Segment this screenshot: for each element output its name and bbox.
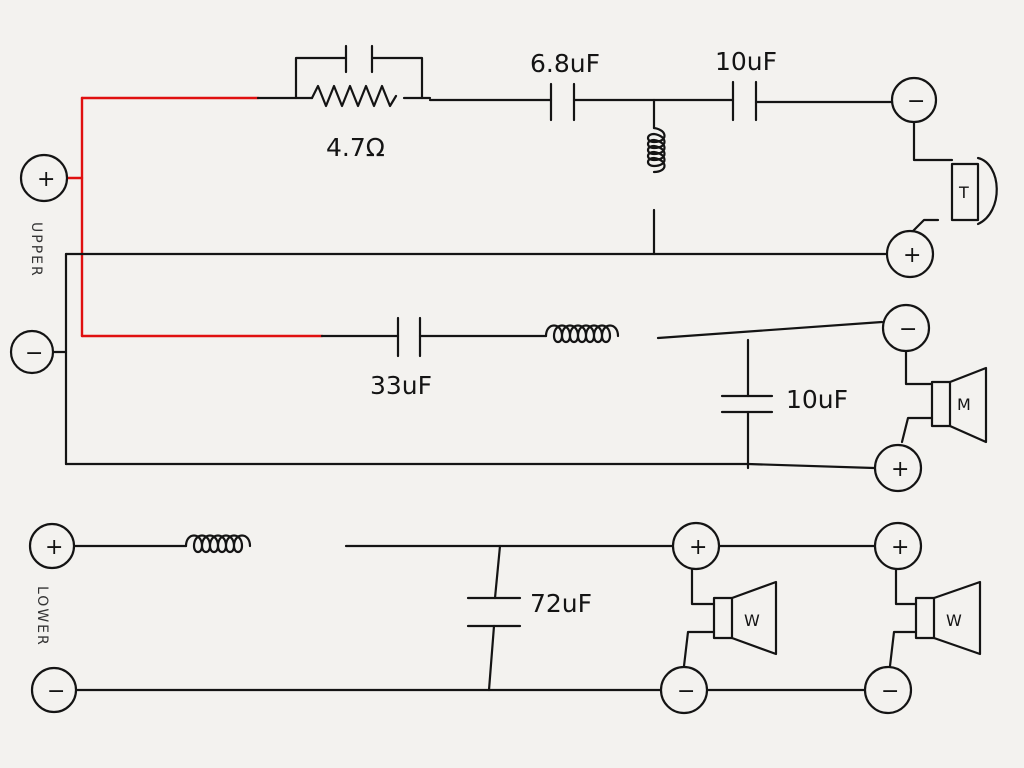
lower-section-label: LOWER — [34, 586, 50, 647]
svg-text:+: + — [689, 535, 707, 560]
capacitor-10uf-mid-label: 10uF — [786, 385, 848, 414]
upper-input-positive-terminal: + — [19, 153, 69, 203]
mid-positive-terminal: + — [873, 443, 923, 493]
svg-text:−: − — [677, 679, 695, 704]
capacitor-6-8uf-label: 6.8uF — [530, 49, 600, 78]
mid-letter: M — [957, 395, 971, 414]
svg-text:−: − — [47, 679, 65, 704]
svg-text:+: + — [45, 535, 63, 560]
mid-driver — [900, 346, 988, 444]
svg-text:+: + — [891, 535, 909, 560]
capacitor-10uf-tweeter-label: 10uF — [715, 47, 777, 76]
capacitor-33uf — [320, 316, 548, 358]
woofer-2-letter: W — [946, 611, 962, 630]
capacitor-72uf-label: 72uF — [530, 589, 592, 618]
capacitor-33uf-label: 33uF — [370, 371, 432, 400]
woofer-2-driver — [888, 566, 982, 668]
capacitor-72uf — [466, 544, 522, 692]
tweeter-positive-terminal: + — [885, 229, 935, 279]
lower-input-positive-terminal: + — [28, 522, 76, 570]
svg-text:−: − — [881, 679, 899, 704]
lower-positive-bus — [70, 534, 880, 554]
svg-text:−: − — [907, 89, 925, 114]
lower-input-negative-terminal: − — [30, 666, 78, 714]
svg-text:+: + — [37, 167, 55, 192]
capacitor-10uf-mid — [720, 338, 774, 470]
woofer-1-positive-terminal: + — [671, 521, 721, 571]
woofer-1-driver — [682, 566, 778, 668]
upper-negative-bus — [52, 252, 890, 470]
woofer-1-letter: W — [744, 611, 760, 630]
tweeter-driver — [910, 118, 998, 234]
resistor-label: 4.7Ω — [326, 133, 385, 162]
capacitor-10uf-tweeter — [731, 80, 894, 122]
mid-series-inductor — [544, 320, 884, 344]
svg-text:+: + — [891, 457, 909, 482]
upper-positive-feed — [66, 96, 324, 338]
tweeter-letter: T — [958, 183, 969, 202]
woofer-2-negative-terminal: − — [863, 665, 913, 715]
svg-text:−: − — [25, 341, 43, 366]
woofer-2-positive-terminal: + — [873, 521, 923, 571]
tweeter-shunt-inductor — [646, 98, 666, 256]
resistor-4-7-ohm — [256, 44, 432, 108]
svg-text:+: + — [903, 243, 921, 268]
capacitor-6-8uf — [428, 82, 735, 122]
tweeter-negative-terminal: − — [890, 76, 938, 124]
upper-section-label: UPPER — [28, 222, 44, 278]
upper-input-negative-terminal: − — [9, 329, 55, 375]
woofer-1-negative-terminal: − — [659, 665, 709, 715]
svg-text:−: − — [899, 317, 917, 342]
mid-negative-terminal: − — [881, 303, 931, 353]
